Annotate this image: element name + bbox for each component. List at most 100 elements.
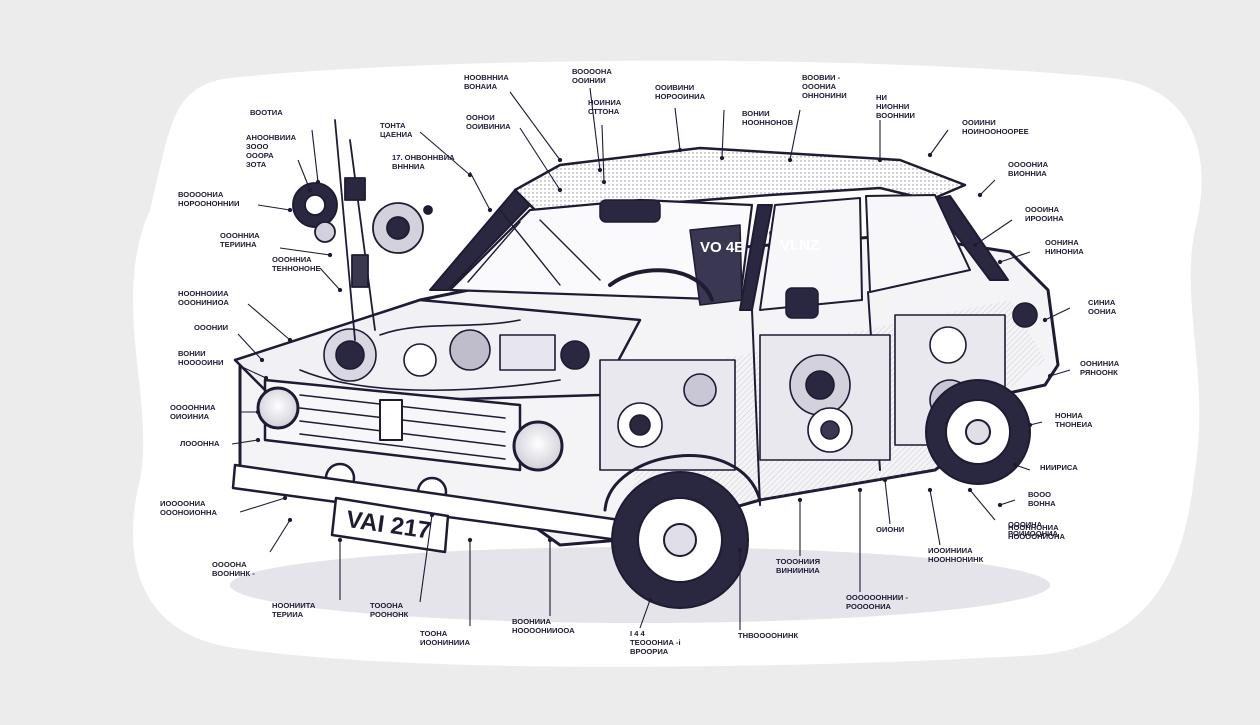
callout-label-line: ОИОНИ bbox=[876, 525, 904, 534]
leader-dot-l04 bbox=[787, 157, 793, 163]
leader-line-l04 bbox=[789, 109, 801, 161]
leader-line-l09 bbox=[311, 129, 319, 183]
callout-label-line: ВНННИА bbox=[392, 162, 425, 171]
callout-label-line: ОООНИА bbox=[802, 82, 837, 91]
callout-label-line: ООНИНА bbox=[1045, 238, 1079, 247]
leader-dot-l05 bbox=[877, 157, 883, 163]
callout-label-line: ООООООННИИ - bbox=[846, 593, 908, 602]
callout-label-line: НИНОНИА bbox=[1045, 247, 1084, 256]
license-plate-frame bbox=[330, 496, 450, 554]
right-headlight bbox=[512, 420, 564, 472]
callout-label-line: НООООИНИ bbox=[178, 358, 224, 367]
leader-dot-l10 bbox=[307, 187, 313, 193]
callout-label-line: ВИОННИА bbox=[1008, 169, 1047, 178]
leader-line-l03 bbox=[674, 107, 681, 151]
callout-label-line: 17. ОНВОННВИА bbox=[392, 153, 455, 162]
callout-label-line: НОНИА bbox=[1055, 411, 1083, 420]
callout-label-line: ОООННИА bbox=[220, 231, 260, 240]
callout-label-line: ВООО bbox=[1028, 490, 1051, 499]
callout-label-line: ВООООНИА bbox=[178, 190, 224, 199]
callout-label-line: СИНИА bbox=[1088, 298, 1116, 307]
callout-label-line: ООИВИНИА bbox=[466, 122, 511, 131]
callout-label-line: НООНИИТА bbox=[272, 601, 316, 610]
leader-line-l29 bbox=[999, 499, 1016, 506]
callout-label-line: ОООРА bbox=[246, 151, 274, 160]
leader-dot-l16 bbox=[327, 252, 333, 258]
callout-label-line: ОННОНИНИ bbox=[802, 91, 847, 100]
leader-line-l20 bbox=[247, 303, 291, 341]
leader-line-l41 bbox=[929, 489, 941, 546]
callout-label-line: НИОННИ bbox=[876, 102, 909, 111]
callout-label-line: РООООНИА bbox=[846, 602, 892, 611]
callout-label-line: ЛОООННА bbox=[180, 439, 220, 448]
callout-label-line: НООВННИА bbox=[464, 73, 509, 82]
callout-label-line: ООНОИ bbox=[466, 113, 495, 122]
leader-line-l08 bbox=[419, 131, 471, 176]
leader-dot-l07 bbox=[557, 187, 563, 193]
callout-label-line: ТОООНА bbox=[370, 601, 404, 610]
callout-label-line: НИИРИСА bbox=[1040, 463, 1078, 472]
window-mark-right: VLNZ bbox=[780, 237, 819, 254]
callout-label-l40: ОИОНИ bbox=[876, 525, 904, 534]
leader-line-l13 bbox=[929, 129, 949, 156]
rearview-mirror bbox=[599, 199, 661, 223]
callout-label-l38: ТНВООООНИНК bbox=[738, 631, 798, 640]
side-mirror bbox=[785, 287, 819, 319]
leader-dot-l40 bbox=[882, 477, 888, 483]
callout-label-line: ТЕРИИА bbox=[272, 610, 304, 619]
callout-label-line: ВООНИНК - bbox=[212, 569, 255, 578]
leader-dot-l33 bbox=[337, 537, 343, 543]
callout-label-line: ООНИА bbox=[1088, 307, 1117, 316]
callout-label-line: ТОООНИИЯ bbox=[776, 557, 820, 566]
leader-dot-l37 bbox=[647, 597, 653, 603]
callout-label-l26: ЛОООННА bbox=[180, 439, 220, 448]
front-wheel-arch bbox=[603, 454, 762, 512]
leader-dot-l26 bbox=[255, 437, 261, 443]
callout-label-line: ОООНИИ bbox=[194, 323, 228, 332]
leader-line-l06 bbox=[601, 124, 605, 183]
callout-label-l28: НИИРИСА bbox=[1040, 463, 1078, 472]
leader-dot-l12 bbox=[719, 155, 725, 161]
leader-dot-l03 bbox=[677, 147, 683, 153]
callout-label-line: ООООННИА bbox=[170, 403, 216, 412]
callout-label-line: НОИНООНООРЕЕ bbox=[962, 127, 1029, 136]
callout-label-line: ВООНИИА bbox=[512, 617, 552, 626]
leader-line-l14 bbox=[979, 179, 996, 196]
leader-line-l32 bbox=[269, 519, 291, 553]
callout-label-line: ВООННИИ bbox=[876, 111, 915, 120]
leader-dot-l29 bbox=[997, 502, 1003, 508]
callout-label-line: НООООНИОНА bbox=[1008, 532, 1065, 541]
leader-dot-l11 bbox=[487, 207, 493, 213]
leader-dot-l01 bbox=[557, 157, 563, 163]
leader-dot-l36 bbox=[547, 537, 553, 543]
leader-line-l23 bbox=[1044, 307, 1071, 321]
leader-dot-l35 bbox=[467, 537, 473, 543]
callout-label-line: ТЕОООНИА -і bbox=[630, 638, 681, 647]
callout-label-line: ВОНИИ bbox=[742, 109, 770, 118]
callout-label-line: ООИНИИ bbox=[572, 76, 606, 85]
leader-dot-l19 bbox=[997, 259, 1003, 265]
leader-dot-l22 bbox=[263, 375, 269, 381]
callout-label-line: НОИНИА bbox=[588, 98, 622, 107]
leader-line-l21 bbox=[237, 333, 263, 361]
window-mark-left: VO 4E bbox=[700, 239, 744, 256]
leader-dot-l41 bbox=[927, 487, 933, 493]
leader-line-l10 bbox=[297, 159, 311, 191]
callout-label-line: ОООННИА bbox=[272, 255, 312, 264]
